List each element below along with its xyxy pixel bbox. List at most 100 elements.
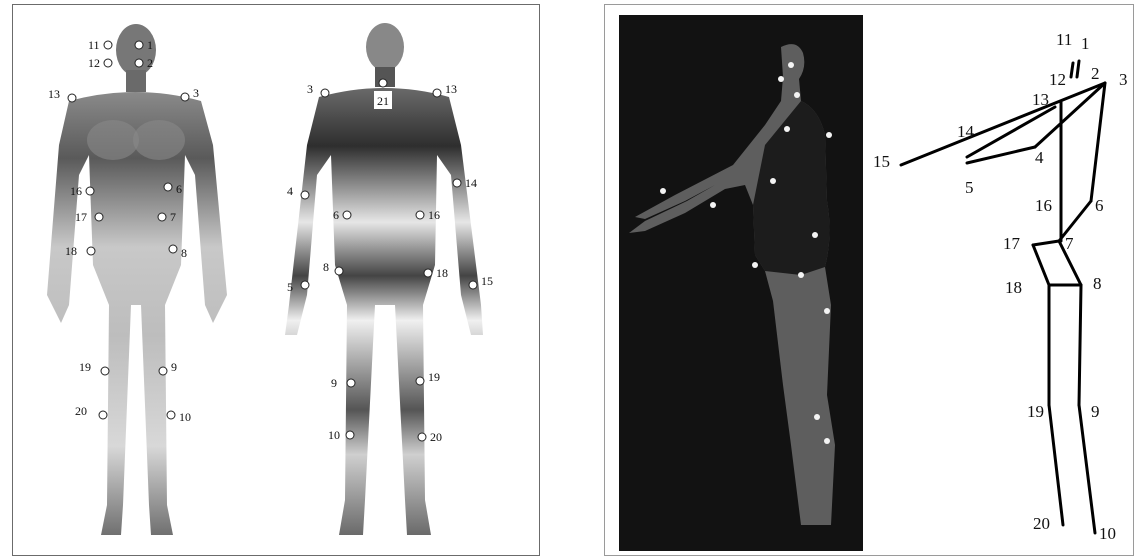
photo-marker [710,202,716,208]
marker-dot [469,281,477,289]
skeleton-label: 20 [1033,514,1050,533]
marker-label: 1 [147,38,153,52]
stick-segment [1077,61,1079,77]
marker-label: 14 [465,176,477,190]
marker-label: 5 [287,280,293,294]
skeleton-label: 7 [1065,234,1074,253]
marker-dot [453,179,461,187]
marker-label: 8 [181,246,187,260]
marker-dot [301,191,309,199]
marker-dot [416,377,424,385]
marker-dot [95,213,103,221]
marker-dot [343,211,351,219]
skeleton-label: 8 [1093,274,1102,293]
stick-figure [901,61,1105,533]
marker-label: 2 [147,56,153,70]
marker-dot [164,183,172,191]
photo-marker [798,272,804,278]
skeleton-label: 10 [1099,524,1116,543]
marker-label: 21 [377,94,389,108]
marker-label: 20 [75,404,87,418]
marker-dot [68,94,76,102]
photo-marker [752,262,758,268]
skeleton-label: 18 [1005,278,1022,297]
marker-label: 4 [287,184,293,198]
skeleton-label: 14 [957,122,975,141]
marker-label: 13 [445,82,457,96]
stick-segment [1059,201,1091,241]
photo-marker [770,178,776,184]
marker-label: 3 [307,82,313,96]
motion-capture-panel: 1111223131441551661771881992010 [604,4,1134,556]
marker-label: 16 [70,184,82,198]
stick-segment [1033,241,1059,245]
photo-marker [814,414,820,420]
marker-dot [135,41,143,49]
motion-capture-photo [619,15,863,551]
marker-label: 20 [430,430,442,444]
body-marker-diagram: 1111221331661771881992010 32113414616818… [13,5,541,557]
photo-marker [778,76,784,82]
skeleton-label: 11 [1056,30,1072,49]
photo-marker [824,308,830,314]
marker-label: 6 [176,182,182,196]
skeleton-label: 9 [1091,402,1100,421]
stick-segment [967,147,1035,163]
marker-label: 15 [481,274,493,288]
marker-dot [424,269,432,277]
stick-segment [1079,285,1081,405]
skeleton-label: 15 [873,152,890,171]
marker-dot [346,431,354,439]
marker-label: 19 [428,370,440,384]
marker-label: 10 [328,428,340,442]
marker-dot [347,379,355,387]
marker-dot [159,367,167,375]
marker-dot [169,245,177,253]
photo-marker [784,126,790,132]
skeleton-label: 5 [965,178,974,197]
skeleton-label: 17 [1003,234,1021,253]
marker-placement-panel: 1111221331661771881992010 32113414616818… [12,4,540,556]
marker-label: 11 [88,38,100,52]
marker-dot [167,411,175,419]
motion-capture-diagram: 1111223131441551661771881992010 [605,5,1135,557]
marker-label: 12 [88,56,100,70]
photo-marker [788,62,794,68]
marker-label: 10 [179,410,191,424]
skeleton-label: 12 [1049,70,1066,89]
marker-label: 18 [436,266,448,280]
marker-dot [418,433,426,441]
marker-dot [87,247,95,255]
marker-dot [335,267,343,275]
marker-label: 9 [171,360,177,374]
stick-segment [1033,245,1049,285]
photo-marker [826,132,832,138]
marker-dot [86,187,94,195]
marker-dot [99,411,107,419]
marker-label: 13 [48,87,60,101]
stick-segment [1079,405,1095,533]
skeleton-label: 19 [1027,402,1044,421]
skeleton-label-group: 1111223131441551661771881992010 [873,30,1128,543]
marker-dot [433,89,441,97]
photo-marker [824,438,830,444]
skeleton-label: 16 [1035,196,1052,215]
marker-dot [321,89,329,97]
photo-marker [812,232,818,238]
stick-segment [1049,405,1063,525]
skeleton-label: 6 [1095,196,1104,215]
marker-dot [379,79,387,87]
stick-segment [1071,63,1073,77]
marker-label: 7 [170,210,176,224]
marker-dot [104,41,112,49]
marker-dot [181,93,189,101]
stick-segment [1091,83,1105,201]
marker-label: 9 [331,376,337,390]
marker-label: 18 [65,244,77,258]
skeleton-label: 13 [1032,90,1049,109]
photo-marker [794,92,800,98]
photo-marker [660,188,666,194]
marker-dot [416,211,424,219]
marker-label: 17 [75,210,87,224]
skeleton-label: 1 [1081,34,1090,53]
